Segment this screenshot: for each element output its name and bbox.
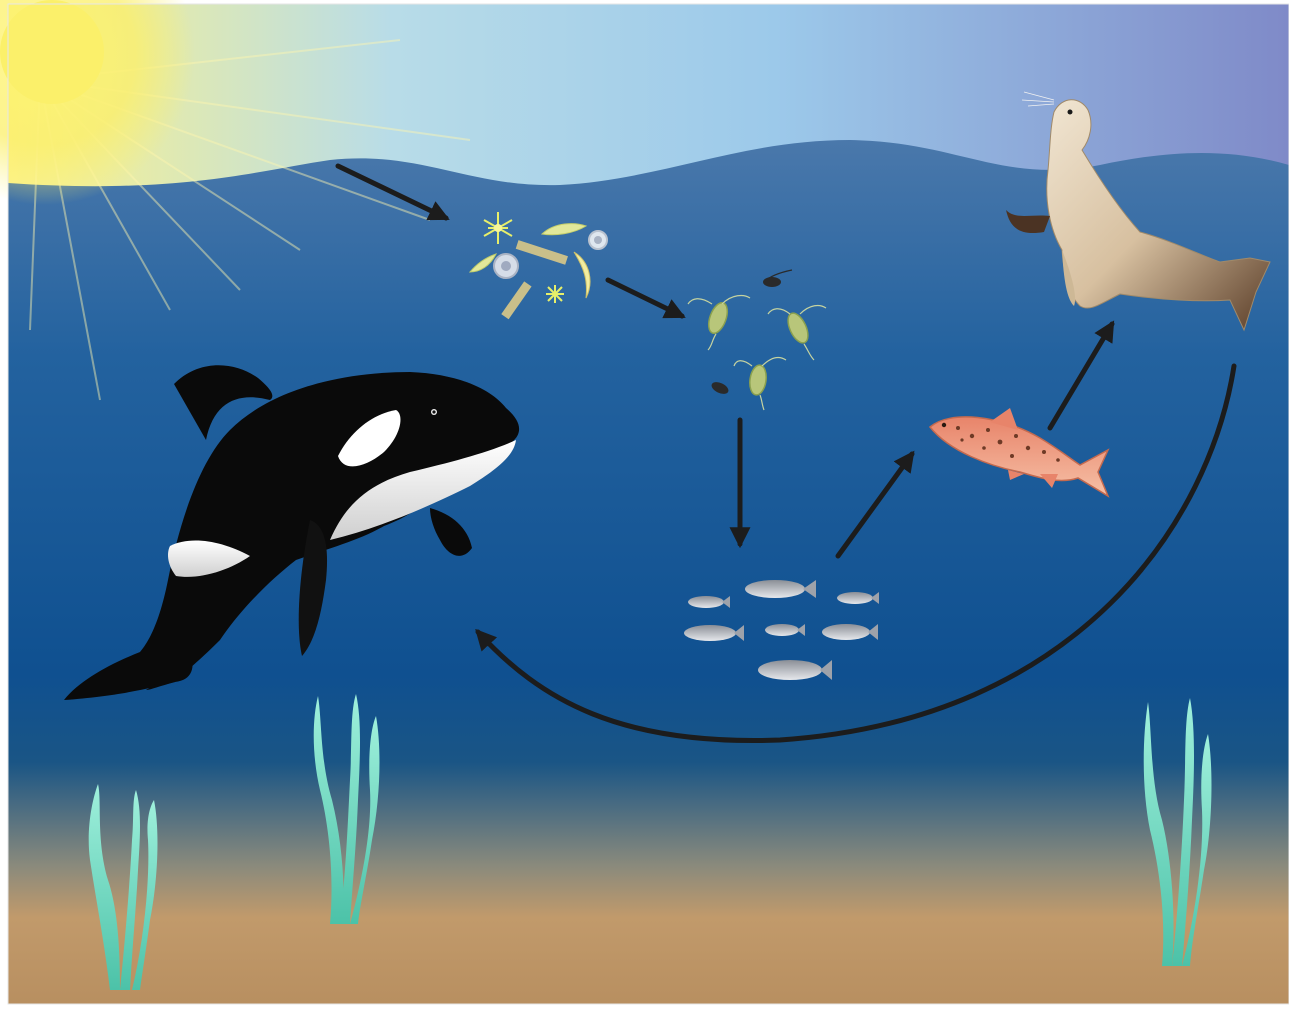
food-web-scene — [0, 0, 1289, 1011]
